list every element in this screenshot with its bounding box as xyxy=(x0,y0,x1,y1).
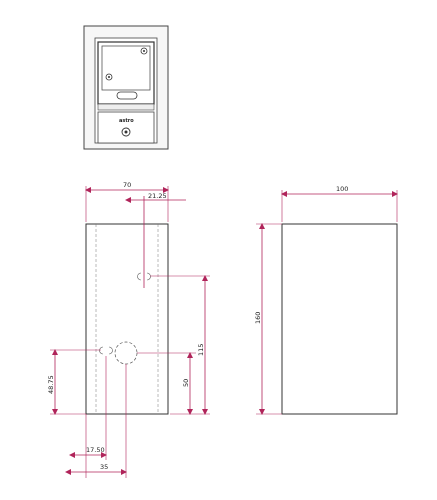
product-illustration: astro xyxy=(83,25,169,150)
dimension-spigot-offset-label: 35 xyxy=(100,463,108,471)
dimension-lower-hole-offset-label: 17.50 xyxy=(86,446,105,454)
dimension-lower-hole-height: 48.75 xyxy=(47,349,101,415)
dimension-hole-height: 115 xyxy=(150,275,210,415)
front-elevation xyxy=(85,196,169,415)
dimension-hole-offset-top-label: 21.25 xyxy=(148,192,167,200)
dimension-spigot-height: 50 xyxy=(137,352,196,415)
dimension-side-width-label: 100 xyxy=(336,185,348,193)
dimension-lower-hole-offset: 17.50 xyxy=(69,356,107,460)
dimension-hole-offset-top: 21.25 xyxy=(125,192,186,203)
dimension-height-label: 160 xyxy=(254,312,262,324)
brand-label: astro xyxy=(119,118,134,124)
dimension-spigot-height-label: 50 xyxy=(182,379,190,387)
dimension-front-width: 70 xyxy=(85,181,169,222)
dimension-spigot-offset: 35 xyxy=(65,364,127,478)
dimension-lower-hole-height-label: 48.75 xyxy=(47,375,55,394)
dimension-side-width: 100 xyxy=(281,185,398,222)
side-elevation xyxy=(281,223,398,415)
dimension-front-width-label: 70 xyxy=(123,181,131,189)
dimension-height: 160 xyxy=(254,223,282,415)
dimension-hole-height-label: 115 xyxy=(197,344,205,356)
